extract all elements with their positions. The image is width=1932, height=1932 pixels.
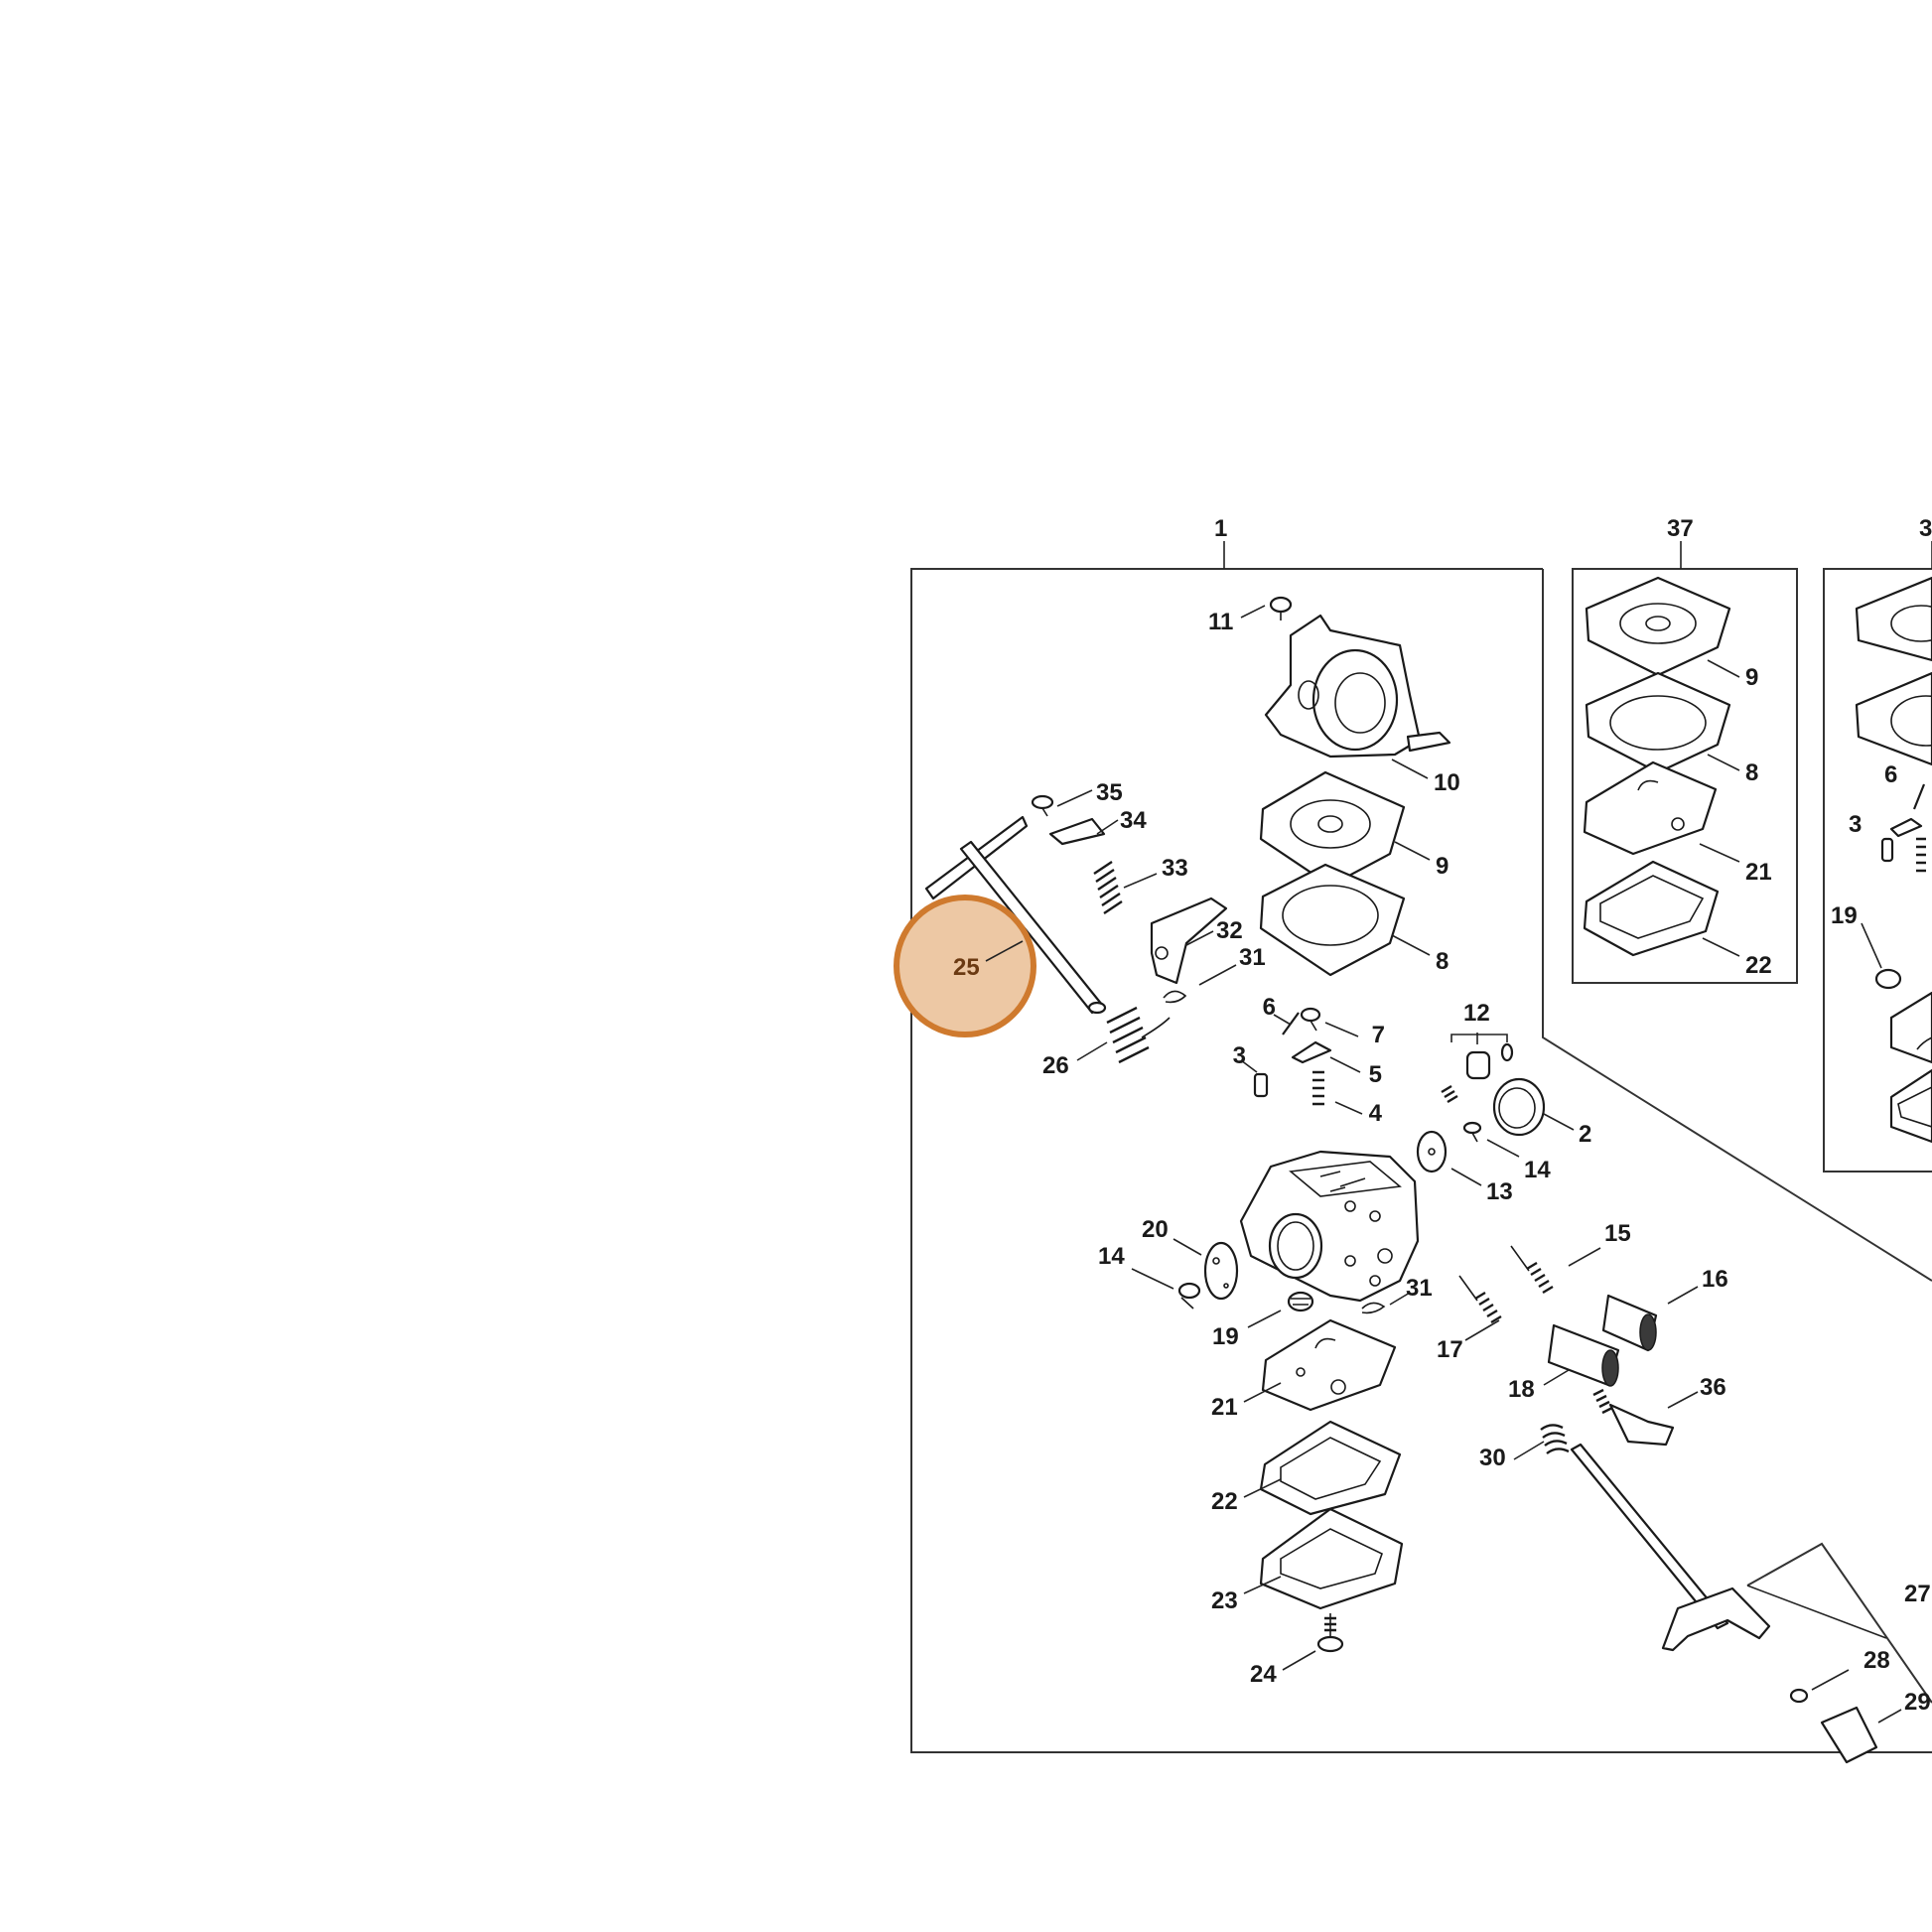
callout-15: 15	[1604, 1220, 1631, 1247]
callout-22b: 22	[1745, 952, 1772, 979]
callout-36: 36	[1700, 1374, 1726, 1401]
callout-19a: 19	[1212, 1323, 1239, 1350]
part-26-spring: 26	[1042, 1006, 1171, 1079]
part-7-screw: 7	[1300, 1007, 1385, 1048]
callout-21a: 21	[1211, 1394, 1238, 1421]
callout-14a: 14	[1524, 1157, 1551, 1183]
callout-29: 29	[1904, 1689, 1931, 1716]
callout-10: 10	[1434, 769, 1460, 796]
callout-26: 26	[1042, 1052, 1069, 1079]
callout-3b: 3	[1849, 811, 1862, 838]
callout-35: 35	[1096, 779, 1123, 806]
callout-31a: 31	[1239, 944, 1266, 971]
part-11-screw: 11	[1208, 596, 1293, 635]
part-15-needle: 15	[1510, 1220, 1631, 1295]
part-34-lever: 34	[1048, 807, 1147, 846]
callout-6b: 6	[1884, 761, 1897, 788]
highlight-circle	[894, 895, 1036, 1037]
part-22-gasket: 22	[1211, 1420, 1402, 1516]
callout-14b: 14	[1098, 1243, 1125, 1270]
callout-33: 33	[1162, 855, 1188, 882]
callout-2: 2	[1579, 1121, 1591, 1148]
callout-9a: 9	[1436, 853, 1449, 880]
kit-frame-1: 1	[910, 515, 1932, 1753]
callout-17: 17	[1437, 1336, 1463, 1363]
part-31-clip-lower: 31	[1361, 1275, 1433, 1314]
callout-27: 27	[1904, 1581, 1931, 1607]
callout-11: 11	[1208, 609, 1233, 635]
callout-4: 4	[1369, 1100, 1383, 1127]
part-19-filter: 19	[1212, 1291, 1314, 1350]
part-28-screw: 28	[1789, 1647, 1890, 1704]
callout-37: 37	[1667, 515, 1694, 542]
callout-6a: 6	[1263, 994, 1276, 1021]
part-16-cap: 16	[1601, 1266, 1728, 1352]
part-2-ring: 2	[1492, 1077, 1591, 1148]
kit-37-part-9: 9	[1585, 576, 1758, 691]
callout-23: 23	[1211, 1587, 1238, 1614]
part-13-disc: 13	[1416, 1130, 1513, 1205]
callout-25: 25	[953, 954, 980, 981]
part-36-screw: 36	[1592, 1374, 1726, 1447]
part-24-screw: 24	[1250, 1613, 1344, 1688]
part-32-lever: 32	[1150, 897, 1243, 985]
callout-7: 7	[1372, 1022, 1385, 1048]
part-14-screw-upper: 14	[1462, 1121, 1551, 1183]
kit-3x-contents: 6 3 19	[1831, 576, 1932, 1144]
part-9-diaphragm: 9	[1259, 770, 1449, 888]
callout-22a: 22	[1211, 1488, 1238, 1515]
part-4-spring: 4	[1312, 1070, 1383, 1127]
callout-31b: 31	[1406, 1275, 1433, 1302]
part-14-screw-lower: 14	[1098, 1243, 1201, 1310]
callout-28: 28	[1863, 1647, 1890, 1674]
callout-1: 1	[1214, 515, 1227, 542]
carburetor-body	[1239, 1150, 1420, 1303]
callout-9b: 9	[1745, 664, 1758, 691]
part-5-lever: 5	[1291, 1040, 1382, 1088]
callout-3x: 3	[1919, 515, 1932, 542]
part-6-pin: 6	[1263, 994, 1300, 1035]
callout-20: 20	[1142, 1216, 1169, 1243]
callout-8a: 8	[1436, 948, 1449, 975]
callout-32: 32	[1216, 917, 1243, 944]
callout-13: 13	[1486, 1178, 1513, 1205]
callout-3a: 3	[1233, 1042, 1246, 1069]
kit-37-part-22: 22	[1583, 860, 1772, 979]
callout-34: 34	[1120, 807, 1147, 834]
highlight-marker-25: 25	[894, 895, 1036, 1037]
part-30-spring-shaft: 30	[1479, 1424, 1771, 1652]
callout-16: 16	[1702, 1266, 1728, 1293]
part-18-cap: 18	[1508, 1323, 1620, 1403]
part-25-throttle-shaft	[924, 815, 1107, 1015]
part-20-disc: 20	[1142, 1216, 1239, 1301]
kit-37-part-8: 8	[1585, 671, 1758, 786]
callout-24: 24	[1250, 1661, 1277, 1688]
callout-8b: 8	[1745, 759, 1758, 786]
callout-18: 18	[1508, 1376, 1535, 1403]
callout-19b: 19	[1831, 902, 1858, 929]
callout-12: 12	[1463, 1000, 1490, 1027]
part-31-clip-upper: 31	[1163, 944, 1266, 1004]
kit-37-part-21: 21	[1583, 760, 1772, 886]
part-3-needle: 3	[1233, 1042, 1269, 1098]
kit-frame-37: 37	[1572, 515, 1798, 984]
part-10-pump-cover: 10	[1264, 614, 1460, 796]
part-29-knob: 29	[1820, 1689, 1931, 1764]
part-17-needle: 17	[1437, 1275, 1502, 1363]
callout-21b: 21	[1745, 859, 1772, 886]
part-35-screw: 35	[1031, 779, 1123, 817]
sub-frame-27	[1746, 1542, 1932, 1704]
part-12-valve-set: 12	[1441, 1000, 1514, 1104]
callout-30: 30	[1479, 1445, 1506, 1471]
kit-frame-3x: 3	[1823, 515, 1932, 1173]
part-21-diaphragm: 21	[1211, 1318, 1397, 1421]
part-8-gasket: 8	[1259, 863, 1449, 977]
part-33-spring: 33	[1093, 855, 1188, 914]
part-23-cover: 23	[1211, 1507, 1404, 1614]
callout-5: 5	[1369, 1061, 1382, 1088]
